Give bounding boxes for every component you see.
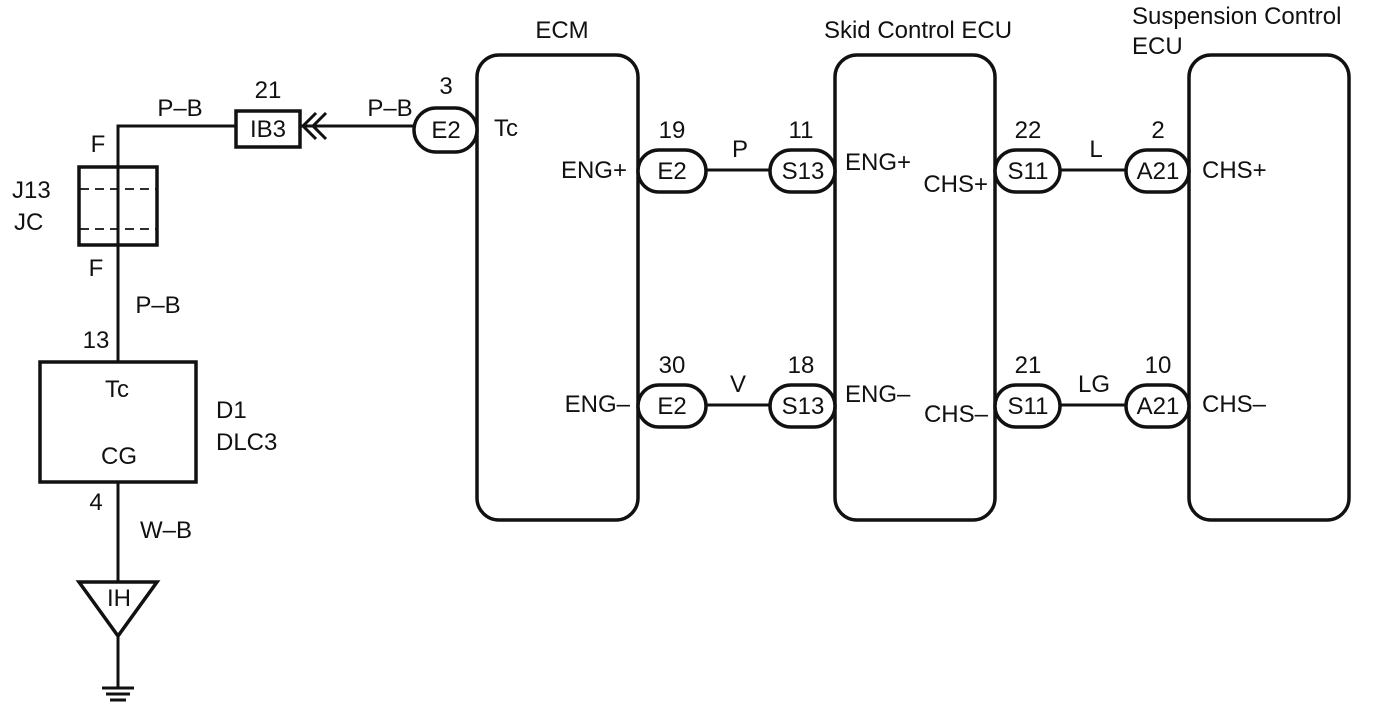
ib3-arrow-1 xyxy=(300,111,318,141)
s11-chsminus-label: S11 xyxy=(1008,393,1049,420)
susp-ecu-title-line1: Suspension Control xyxy=(1132,3,1341,30)
wire-label-pb-ib3: P–B xyxy=(367,95,412,122)
dlc3-name: DLC3 xyxy=(216,429,277,456)
ib3-connector xyxy=(234,109,302,149)
wire-label-pb-mid: P–B xyxy=(135,292,180,319)
wire-pb-dlc3-to-ib3 xyxy=(116,124,236,362)
ecm-title: ECM xyxy=(535,17,588,44)
jc-pin-bottom: F xyxy=(89,255,104,282)
connector-a21-chsplus xyxy=(1124,148,1191,194)
wire-network xyxy=(116,124,1126,688)
skid-control-ecu-box xyxy=(833,53,997,522)
ground-label: IH xyxy=(107,585,131,612)
wire-label-v: V xyxy=(730,371,746,398)
s13-engminus-label: S13 xyxy=(782,393,825,420)
connector-s13-engplus xyxy=(768,148,837,194)
a21-chsminus-pin-number: 10 xyxy=(1145,352,1172,379)
s13-engplus-pin-number: 11 xyxy=(789,117,814,144)
ground-ih-triangle xyxy=(75,580,161,639)
wire-label-l: L xyxy=(1089,136,1102,163)
connector-s11-chsplus xyxy=(993,148,1062,194)
a21-chsminus-label: A21 xyxy=(1137,393,1180,420)
ecm-pin-engminus: ENG– xyxy=(565,391,631,418)
connector-e2-engplus xyxy=(636,148,708,194)
connector-e2-engminus xyxy=(636,383,708,429)
skid-pin-engminus: ENG– xyxy=(845,381,911,408)
ib3-label: IB3 xyxy=(250,116,286,143)
connector-a21-chsminus xyxy=(1124,383,1191,429)
e2-engminus-pin-number: 30 xyxy=(659,352,686,379)
skid-pin-chsminus: CHS– xyxy=(924,401,989,428)
ib3-arrow-2 xyxy=(310,111,328,141)
susp-pin-chsminus: CHS– xyxy=(1202,391,1267,418)
skid-pin-engplus: ENG+ xyxy=(845,149,911,176)
jc-id: J13 xyxy=(12,177,51,204)
connector-s11-chsminus xyxy=(993,383,1062,429)
e2-engminus-label: E2 xyxy=(657,393,686,420)
dlc3-id: D1 xyxy=(216,397,247,424)
wire-label-pb-top: P–B xyxy=(157,95,202,122)
s11-chsplus-pin-number: 22 xyxy=(1015,117,1042,144)
suspension-control-ecu-box xyxy=(1187,53,1351,522)
skid-pin-chsplus: CHS+ xyxy=(923,171,988,198)
e2-tc-pin-number: 3 xyxy=(439,73,452,100)
ecm-box xyxy=(475,53,640,522)
dlc3-pin-bottom: 4 xyxy=(89,489,102,516)
dlc3-pin-tc: Tc xyxy=(105,376,129,403)
jc-pin-top: F xyxy=(91,131,106,158)
s11-chsplus-label: S11 xyxy=(1008,158,1049,185)
susp-pin-chsplus: CHS+ xyxy=(1202,157,1267,184)
ib3-pin-number: 21 xyxy=(255,77,282,104)
dlc3-box xyxy=(38,360,198,484)
dlc3-pin-cg: CG xyxy=(101,443,137,470)
s11-chsminus-pin-number: 21 xyxy=(1015,352,1042,379)
wire-label-wb: W–B xyxy=(140,517,192,544)
skid-ecu-title: Skid Control ECU xyxy=(824,17,1012,44)
connector-s13-engminus xyxy=(768,383,837,429)
e2-engplus-pin-number: 19 xyxy=(659,117,686,144)
ecm-pin-tc: Tc xyxy=(494,115,518,142)
wire-label-p: P xyxy=(732,136,748,163)
s13-engplus-label: S13 xyxy=(782,158,825,185)
e2-tc-label: E2 xyxy=(431,117,460,144)
e2-engplus-label: E2 xyxy=(657,158,686,185)
a21-chsplus-pin-number: 2 xyxy=(1151,117,1164,144)
connector-e2-tc xyxy=(412,106,479,154)
jc-name: JC xyxy=(14,209,43,236)
dlc3-pin-top: 13 xyxy=(83,327,110,354)
wire-label-lg: LG xyxy=(1078,371,1110,398)
ecm-pin-engplus: ENG+ xyxy=(561,157,627,184)
s13-engminus-pin-number: 18 xyxy=(788,352,815,379)
susp-ecu-title-line2: ECU xyxy=(1132,33,1183,60)
a21-chsplus-label: A21 xyxy=(1137,158,1180,185)
